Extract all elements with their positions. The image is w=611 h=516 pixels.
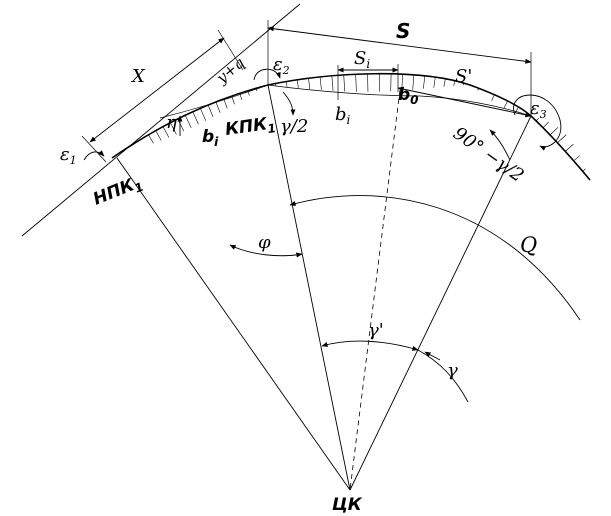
hatch-mark <box>355 74 357 92</box>
label-s-prime: S' <box>455 66 472 87</box>
label-b0: b0 <box>398 85 419 107</box>
label-gamma-half: γ/2 <box>280 116 308 137</box>
hatch-mark <box>155 130 162 141</box>
hatch-mark <box>491 94 495 101</box>
hatch-mark <box>582 168 586 172</box>
hatch-mark <box>453 80 456 86</box>
q-arc <box>289 195 581 321</box>
hatch-mark <box>319 76 322 90</box>
hatch-mark <box>503 100 508 109</box>
eps1-arc <box>83 150 105 161</box>
hatch-mark <box>308 78 311 89</box>
hatch-mark <box>535 117 539 122</box>
label-center: ЦК <box>332 495 363 515</box>
label-phi: φ <box>258 232 271 253</box>
gamma-half-arc <box>282 91 296 116</box>
x-ext-right <box>217 29 244 71</box>
label-ninety-minus: 90° −γ/2 <box>449 123 527 187</box>
hatch-mark <box>557 134 567 143</box>
hatch-mark <box>565 143 574 152</box>
hatch-mark <box>215 101 221 113</box>
label-s: S <box>396 19 410 43</box>
hatch-mark <box>296 79 299 88</box>
hatch-mark <box>343 74 346 92</box>
label-gamma-prime: γ' <box>368 320 384 341</box>
eps2-arc <box>253 68 281 81</box>
radius-line-b0 <box>349 89 401 491</box>
label-y-plus-q: y+q <box>212 54 248 88</box>
hatch-mark <box>423 75 426 89</box>
gamma-arrow <box>424 351 441 361</box>
hatch-mark <box>231 95 235 105</box>
hatch-mark <box>433 77 436 88</box>
label-x: X <box>130 66 146 87</box>
gamma-arc <box>417 349 469 403</box>
s-dimension <box>267 26 532 64</box>
gamma-prime-arc <box>321 340 419 351</box>
hatch-mark <box>331 75 334 91</box>
hatch-mark <box>255 88 258 92</box>
label-gamma: γ <box>447 360 458 381</box>
eps3-arc <box>513 94 562 151</box>
hatching-marks <box>148 73 586 172</box>
hatch-mark <box>177 118 185 132</box>
hatch-mark <box>247 90 250 96</box>
hatch-mark <box>549 127 559 136</box>
label-s-i: Si <box>354 48 370 71</box>
hatch-mark <box>573 155 580 162</box>
s-prime-dimension <box>397 86 532 118</box>
label-nnk: НПК1 <box>90 172 145 211</box>
phi-arc <box>229 244 303 258</box>
radius-line-kpk <box>267 84 351 491</box>
hatch-mark <box>412 74 415 90</box>
label-b-i-mid: bi <box>335 104 351 127</box>
hatch-mark <box>184 115 192 129</box>
hatch-mark <box>200 108 207 121</box>
hatch-mark <box>443 78 446 87</box>
ninety-minus-arc <box>489 129 511 161</box>
label-kpk: КПК1 <box>224 113 277 142</box>
label-eps3: ε3 <box>530 98 547 121</box>
label-b-i-left: bi <box>202 127 219 149</box>
hatch-mark <box>223 98 228 109</box>
label-q: Q <box>520 233 537 257</box>
radius-line-start <box>116 157 351 491</box>
hatch-mark <box>192 111 199 125</box>
hatch-mark <box>148 134 154 144</box>
radius-line-end <box>349 115 532 491</box>
hatch-mark <box>285 81 288 87</box>
hatch-mark <box>462 82 465 86</box>
hatch-mark <box>542 121 549 128</box>
label-eps1: ε1 <box>60 144 77 167</box>
hatch-mark <box>207 104 214 117</box>
x-ext-left <box>81 135 107 163</box>
label-eps2: ε2 <box>273 54 290 77</box>
label-eta: η <box>166 112 177 133</box>
hatch-mark <box>239 93 243 101</box>
x-dimension <box>89 37 225 143</box>
